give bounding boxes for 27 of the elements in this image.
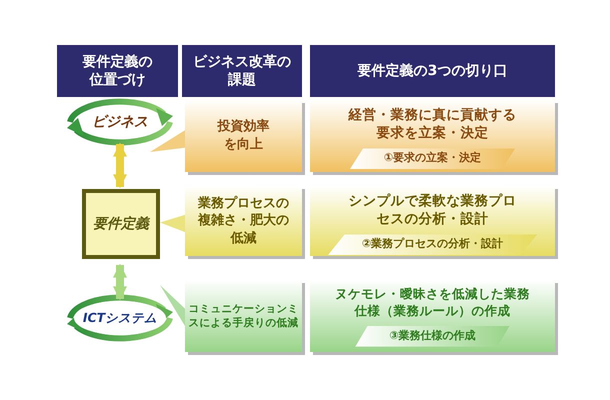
node-label: ICTシステム — [82, 310, 158, 326]
approach-box — [310, 186, 555, 256]
node-label: 投資効率を向上 — [216, 118, 270, 154]
header-box — [57, 45, 178, 97]
double-arrow — [113, 142, 127, 188]
step-ribbon: ②業務プロセスの分析・設計 — [328, 234, 538, 256]
node-label: ビジネス改革の課題 — [192, 52, 292, 90]
node-label: ビジネス — [92, 113, 148, 131]
step-ribbon: ③業務仕様の作成 — [355, 326, 510, 347]
header-box — [182, 45, 302, 97]
issue-box — [185, 280, 302, 352]
issue-box — [185, 186, 302, 256]
node-label: 経営・業務に真に貢献する要求を立案・決定 — [348, 106, 518, 142]
header-box — [310, 45, 555, 97]
step-ribbon: ①要求の立案・決定 — [350, 148, 516, 170]
node-label: 業務プロセスの複雑さ・肥大の低減 — [196, 194, 290, 248]
node-label: シンプルで柔軟な業務プロセスの分析・設計 — [348, 192, 518, 228]
node-label: 要件定義の3つの切り口 — [358, 62, 508, 80]
node-label: コミュニケーションミスによる手戻りの低減 — [188, 302, 299, 330]
approach-box — [310, 280, 555, 352]
double-arrow — [113, 264, 127, 300]
approach-box — [310, 100, 555, 172]
node-label: 要件定義の位置づけ — [82, 52, 154, 90]
node-label: ヌケモレ・曖昧さを低減した業務仕様（業務ルール）の作成 — [334, 286, 531, 320]
issue-box — [185, 100, 302, 172]
node-label: 要件定義 — [93, 215, 149, 233]
process-box — [82, 189, 160, 259]
